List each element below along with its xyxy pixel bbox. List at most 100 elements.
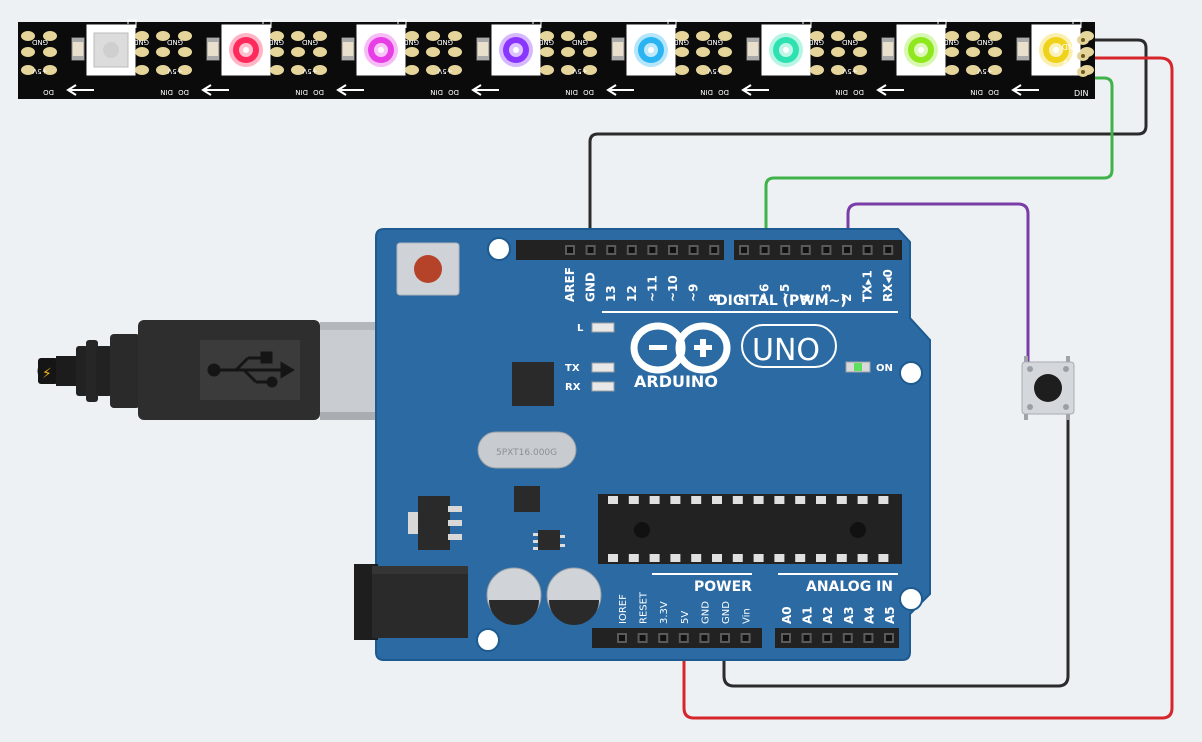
chip-pin <box>732 496 743 504</box>
pad-gnd-label: GND <box>268 38 284 46</box>
digital-label: DIGITAL (PWM~) <box>716 293 847 309</box>
pad-do-label: DO <box>313 88 324 96</box>
solder-pad <box>831 65 845 75</box>
pad-5v-label: +5V <box>977 67 992 75</box>
solder-pad <box>135 31 149 41</box>
digital-pin-label: ~9 <box>687 284 701 302</box>
power-led-light <box>854 363 862 371</box>
solder-pad <box>291 47 305 57</box>
arrow-icon <box>1011 84 1039 96</box>
small-chip <box>514 486 540 512</box>
analog-pin-label: A4 <box>862 606 876 624</box>
pad-gnd-label: GND <box>133 38 149 46</box>
power-label: POWER <box>694 579 752 595</box>
wire-button-gnd[interactable] <box>722 410 1070 688</box>
end-5v-label: +5V <box>1062 58 1080 67</box>
mounting-hole <box>487 237 511 261</box>
chip-pin <box>628 496 639 504</box>
arrow-icon <box>606 84 634 96</box>
pad-din-label: DIN <box>700 88 713 96</box>
arrow-icon <box>201 84 229 96</box>
digital-pin-label: ~3 <box>819 284 833 302</box>
solder-pad <box>313 47 327 57</box>
chip-pin <box>691 554 702 562</box>
small-chip <box>538 530 560 550</box>
digital-pin-label: AREF <box>563 267 577 302</box>
pad-gnd-label: GND <box>32 38 48 46</box>
pad-gnd-label: GND <box>707 38 723 46</box>
solder-pad <box>291 31 305 41</box>
solder-pad <box>270 47 284 57</box>
chip-pin <box>670 554 681 562</box>
model-label: UNO <box>752 333 820 368</box>
chip-pin <box>857 554 868 562</box>
solder-pad <box>945 65 959 75</box>
dc-power-jack[interactable] <box>354 564 468 640</box>
power-pin-label: 5V <box>680 611 691 624</box>
pad-do-label: DO <box>178 88 189 96</box>
pad-din-label: DIN <box>970 88 983 96</box>
wire-strip-din[interactable] <box>764 76 1114 250</box>
solder-pad <box>43 31 57 41</box>
solder-pad <box>135 65 149 75</box>
solder-pad <box>178 65 192 75</box>
pad-gnd-label: GND <box>943 38 959 46</box>
solder-pad <box>718 65 732 75</box>
push-button-cap[interactable] <box>1034 374 1062 402</box>
digital-pin-label: ~11 <box>645 275 659 302</box>
solder-pad <box>853 31 867 41</box>
mounting-hole <box>899 361 923 385</box>
solder-pad <box>966 47 980 57</box>
digital-pin-label: ~10 <box>666 275 680 302</box>
chip-pin <box>628 554 639 562</box>
usb-chip <box>512 362 554 406</box>
chip-pin <box>732 554 743 562</box>
chip-pin <box>836 496 847 504</box>
lightning-icon: ⚡ <box>42 366 52 382</box>
solder-pad <box>270 65 284 75</box>
capacitor <box>486 567 542 625</box>
arduino-logo-icon <box>630 322 731 374</box>
pad-gnd-label: GND <box>302 38 318 46</box>
pad-gnd-label: GND <box>437 38 453 46</box>
wire-button-signal[interactable] <box>846 202 1030 368</box>
solder-pad <box>831 31 845 41</box>
solder-pad <box>135 47 149 57</box>
microcontroller-chip <box>598 494 902 564</box>
wires <box>588 38 1174 720</box>
solder-pad <box>583 31 597 41</box>
end-gnd-label: GND <box>1062 42 1080 51</box>
chip-pin <box>774 554 785 562</box>
digital-header-right <box>734 240 902 260</box>
pad-5v-label: +5V <box>167 67 182 75</box>
pad-do-label: DO <box>853 88 864 96</box>
solder-pad <box>448 65 462 75</box>
wire-strip-gnd[interactable] <box>588 38 1148 250</box>
digital-pin-label: 7 <box>737 294 751 302</box>
solder-pad <box>561 47 575 57</box>
arrow-icon <box>876 84 904 96</box>
pad-din-label: DIN <box>565 88 578 96</box>
tx-led <box>591 362 615 373</box>
solder-pad <box>270 31 284 41</box>
reset-button[interactable] <box>396 242 460 296</box>
solder-pad <box>675 31 689 41</box>
push-button[interactable] <box>1021 356 1075 420</box>
mounting-hole <box>476 628 500 652</box>
pad-gnd-label: GND <box>403 38 419 46</box>
pad-din-label: DIN <box>430 88 443 96</box>
chip-pin <box>816 554 826 562</box>
solder-pad <box>405 65 419 75</box>
crystal-label: 5PXT16.000G <box>496 448 557 458</box>
arrow-icon <box>336 84 364 96</box>
solder-pad <box>540 65 554 75</box>
solder-pad <box>718 47 732 57</box>
wire-strip-5v[interactable] <box>682 56 1174 720</box>
chip-pin <box>878 554 889 562</box>
